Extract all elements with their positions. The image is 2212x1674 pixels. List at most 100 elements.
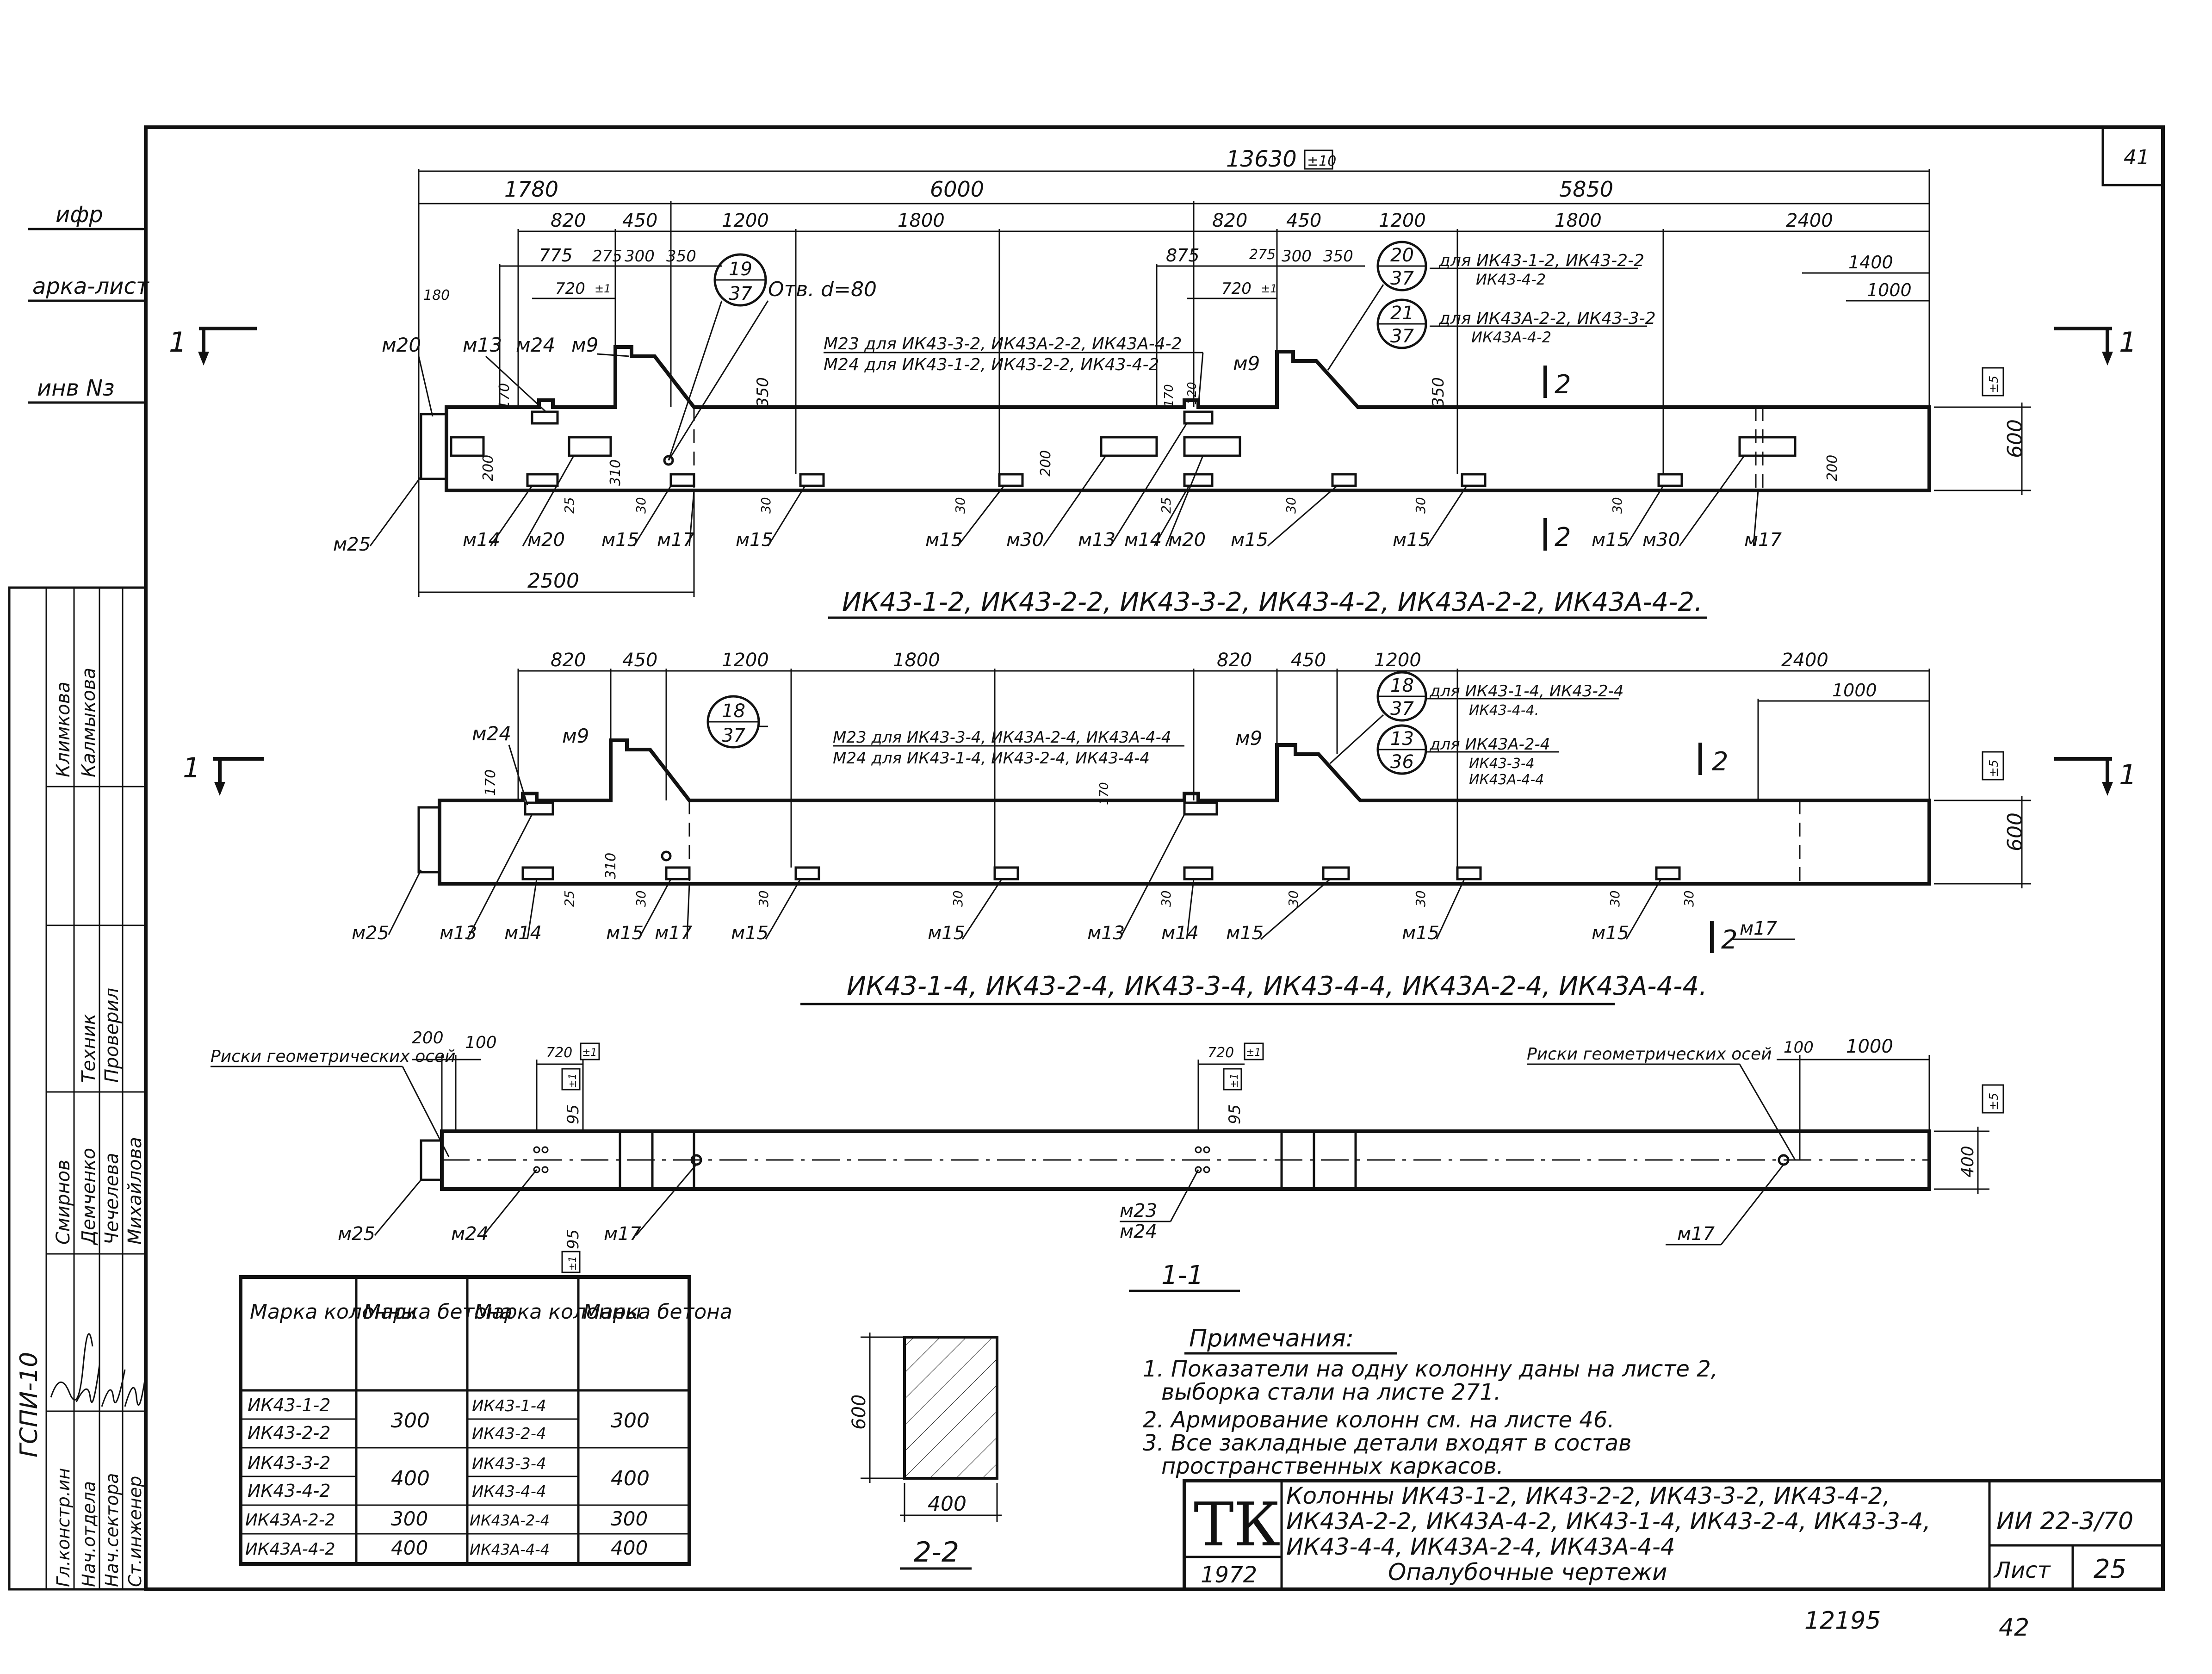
svg-text:21: 21 bbox=[1390, 303, 1414, 324]
stamp-role-4: Ст.инженер bbox=[125, 1476, 145, 1587]
view2-caption: ИК43-1-4, ИК43-2-4, ИК43-3-4, ИК43-4-4, … bbox=[847, 971, 1707, 1001]
view3-dim-8: 1000 bbox=[1846, 1036, 1893, 1057]
view3-dim-15: 400 bbox=[1958, 1146, 1977, 1178]
table-r6c4: 400 bbox=[611, 1537, 648, 1559]
view1-vd-2: 200 bbox=[480, 455, 496, 481]
stamp-top-labels: ифр арка-лист инв Nз bbox=[28, 202, 150, 404]
view1-dim-b-3: 300 bbox=[625, 247, 655, 266]
view1-vd-5: 350 bbox=[1429, 377, 1448, 407]
title-sheet-no: 25 bbox=[2094, 1554, 2126, 1584]
view1-dim-c-7: 180 bbox=[423, 287, 450, 304]
stamp-name-1: Смирнов bbox=[53, 1159, 74, 1245]
view1-dimensions bbox=[418, 169, 2031, 597]
view3-dimensions bbox=[412, 1055, 1989, 1194]
table-r1c4: 300 bbox=[611, 1409, 650, 1432]
view1-len-2500: 2500 bbox=[527, 569, 579, 593]
view2-outline bbox=[438, 738, 1931, 886]
stamp-role-2: Нач.отдела bbox=[79, 1481, 99, 1587]
view1-lbl-top-4: м9 bbox=[571, 334, 598, 356]
view2-lbl-bot-5: м17 bbox=[655, 923, 693, 944]
view1-dim-a-5: 820 bbox=[1212, 210, 1247, 231]
view2-dim-7: 1200 bbox=[1374, 650, 1421, 671]
view2-bubble-1: 18 37 bbox=[706, 695, 768, 749]
view1-lbl-bot-1: м25 bbox=[333, 534, 371, 555]
view2-plates bbox=[521, 801, 1681, 880]
view1-section-mark-right: 1 bbox=[2054, 326, 2137, 366]
title-line-1: Колонны ИК43-1-2, ИК43-2-2, ИК43-3-2, ИК… bbox=[1286, 1482, 1890, 1509]
note-1b: выборка стали на листе 271. bbox=[1161, 1379, 1501, 1405]
stamp-name-6: Калмыкова bbox=[78, 668, 99, 777]
table-r1c3: ИК43-1-4 bbox=[472, 1397, 546, 1415]
view1-dim-c-6: 1000 bbox=[1867, 280, 1912, 300]
view1-cut-label-top: 2 bbox=[1555, 370, 1571, 400]
view1-outline bbox=[445, 345, 1931, 492]
view1-vd-15: 30 bbox=[1283, 497, 1299, 514]
view1-vd-7: 170 bbox=[1162, 384, 1176, 407]
view1-lbl-bot-13: м15 bbox=[1393, 529, 1430, 551]
view1-lbl-top-3: м24 bbox=[516, 334, 555, 356]
svg-text:1: 1 bbox=[2119, 759, 2137, 791]
stamp-role-6: Проверил bbox=[101, 988, 123, 1083]
table-r1c1: ИК43-1-2 bbox=[248, 1395, 331, 1415]
svg-text:1: 1 bbox=[183, 752, 200, 784]
view2-bubble-3: 13 36 bbox=[1376, 724, 1427, 775]
view2-vd-10: 30 bbox=[1607, 890, 1623, 907]
stamp-label-3: инв Nз bbox=[37, 375, 115, 401]
notes-title: Примечания: bbox=[1189, 1325, 1354, 1352]
view1-note-bub3b: ИК43А-4-2 bbox=[1471, 329, 1551, 346]
view2-lbl-bot-6: м15 bbox=[731, 923, 768, 944]
view1-seg-1: 1780 bbox=[504, 177, 558, 202]
view2-lbl-top-2: м9 bbox=[562, 725, 589, 747]
table-header-1-a: Марка колонны bbox=[250, 1300, 417, 1324]
view1-dim-b-5: 875 bbox=[1166, 245, 1200, 266]
view1-dim-a-7: 1200 bbox=[1379, 210, 1426, 231]
view2-m23note: М23 для ИК43-3-4, ИК43А-2-4, ИК43А-4-4 bbox=[833, 728, 1171, 747]
view2-lbl-top-3: м9 bbox=[1235, 727, 1262, 750]
view2-lbl-bot-10: м15 bbox=[1226, 923, 1264, 944]
view1-dim-a-9: 2400 bbox=[1786, 210, 1833, 231]
view2-lbl-bot-2: м13 bbox=[440, 923, 477, 944]
view1-hole-label: Отв. d=80 bbox=[768, 278, 877, 301]
view-2: 820 450 1200 1800 820 450 1200 2400 1000… bbox=[183, 650, 2137, 1005]
view1-dim-a-1: 820 bbox=[551, 210, 586, 231]
view1-lbl-bot-6: м15 bbox=[736, 529, 773, 551]
view1-bubble-2: 20 37 bbox=[1327, 241, 1427, 371]
view1-lbl-bot-14: м15 bbox=[1592, 529, 1629, 551]
view1-lbl-bot-16: м17 bbox=[1744, 529, 1782, 551]
stamp-role-3: Нач.сектора bbox=[102, 1473, 122, 1587]
view1-lbl-bot-8: м30 bbox=[1006, 529, 1044, 551]
table-header-4-a: Марка бетона bbox=[583, 1300, 732, 1324]
view1-lbl-bot-11: м20 bbox=[1168, 529, 1206, 551]
view2-section-mark-right: 1 bbox=[2054, 757, 2137, 796]
sheet-number-box bbox=[2101, 126, 2164, 186]
view1-lbl-bot-15: м30 bbox=[1642, 529, 1680, 551]
view1-lbl-bot-4: м15 bbox=[601, 529, 639, 551]
view1-note-bub2b: ИК43-4-2 bbox=[1476, 271, 1546, 288]
svg-text:19: 19 bbox=[729, 259, 752, 280]
view3-dim-14: ±1 bbox=[1229, 1073, 1240, 1088]
view2-vd-11: 30 bbox=[1681, 890, 1697, 907]
view1-total-tol: ±10 bbox=[1307, 153, 1336, 169]
view1-vd-6: 200 bbox=[1038, 450, 1054, 477]
svg-text:37: 37 bbox=[1390, 698, 1414, 719]
view2-cut-label-top: 2 bbox=[1712, 747, 1729, 777]
view1-tol-box bbox=[1982, 367, 2004, 397]
view3-dim-2: 100 bbox=[465, 1033, 497, 1052]
view3-dim-6: ±1 bbox=[1246, 1047, 1261, 1059]
title-block: ТК 1972 Колонны ИК43-1-2, ИК43-2-2, ИК43… bbox=[1183, 1479, 2165, 1591]
view2-vd-12: 170 bbox=[1097, 782, 1111, 805]
view1-dim-a-8: 1800 bbox=[1555, 210, 1602, 231]
view3-dim-5: 720 bbox=[1208, 1045, 1234, 1061]
svg-text:1: 1 bbox=[2119, 326, 2137, 359]
view1-cut-label-bot: 2 bbox=[1555, 522, 1571, 552]
view3-lbl-5: м24 bbox=[1120, 1221, 1157, 1242]
table-r6c3: ИК43А-4-4 bbox=[470, 1541, 550, 1558]
view1-vd-12: 30 bbox=[633, 497, 649, 514]
title-line-4: Опалубочные чертежи bbox=[1388, 1559, 1667, 1586]
view1-seg-3: 5850 bbox=[1559, 177, 1613, 202]
note-1: 1. Показатели на одну колонну даны на ли… bbox=[1143, 1356, 1718, 1382]
svg-text:13: 13 bbox=[1390, 728, 1414, 750]
svg-text:18: 18 bbox=[1390, 675, 1414, 696]
view1-dim-b-2: 275 bbox=[592, 247, 622, 266]
